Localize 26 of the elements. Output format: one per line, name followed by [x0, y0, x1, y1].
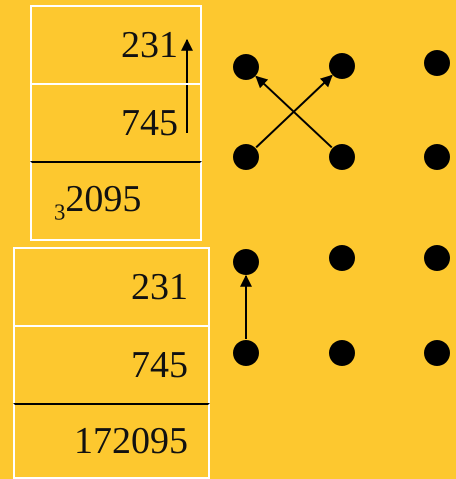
table-cell	[13, 325, 210, 405]
number: 231	[121, 23, 178, 67]
table-cell	[30, 161, 202, 241]
dot	[329, 245, 355, 271]
number: 745	[131, 343, 188, 387]
arrow	[181, 38, 193, 133]
dot	[233, 144, 259, 170]
number: 231	[131, 265, 188, 309]
dot	[329, 340, 355, 366]
dot	[329, 144, 355, 170]
dot	[424, 50, 450, 76]
dot	[233, 54, 259, 80]
dot	[233, 249, 259, 275]
dot	[424, 144, 450, 170]
dot	[424, 340, 450, 366]
number: $_{3}$2095	[54, 176, 142, 226]
table-cell	[13, 247, 210, 327]
table-cell	[30, 83, 202, 163]
dot	[329, 53, 355, 79]
dot	[424, 245, 450, 271]
table-cell	[30, 5, 202, 85]
table-cell	[13, 403, 210, 479]
number: 172095	[74, 419, 188, 463]
arrow	[240, 274, 252, 339]
number: 745	[121, 101, 178, 145]
dot	[233, 340, 259, 366]
